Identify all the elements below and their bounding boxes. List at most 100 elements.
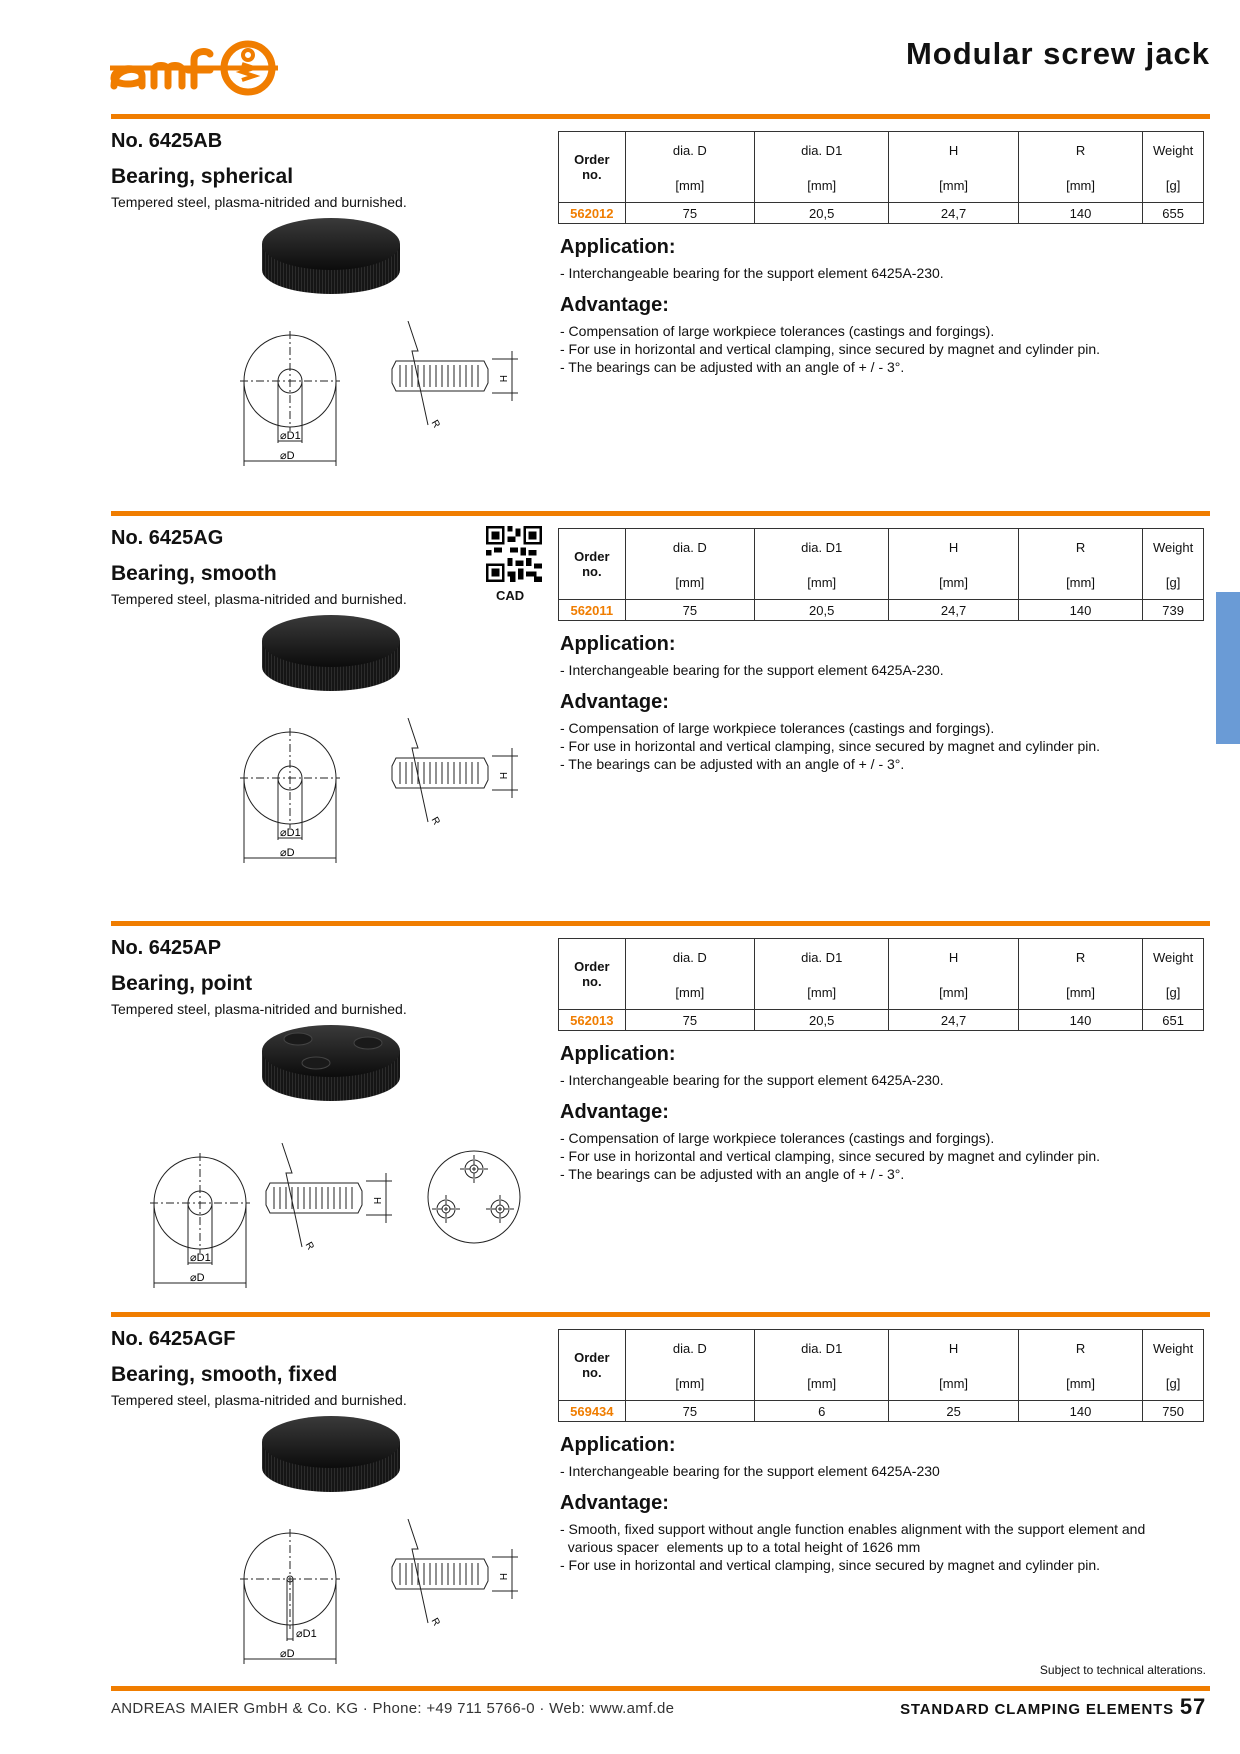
footer-catalog: STANDARD CLAMPING ELEMENTS 57 (900, 1694, 1206, 1720)
advantage-item: - The bearings can be adjusted with an a… (560, 756, 905, 772)
column-header: R [mm] (1017, 528, 1144, 600)
spec-table: Order no. dia. D [mm] dia. D1 [mm] H [mm… (558, 528, 1204, 621)
column-header: H [mm] (888, 131, 1019, 203)
column-header: H [mm] (888, 1329, 1019, 1401)
chapter-tab[interactable] (1216, 592, 1240, 744)
column-header: dia. D [mm] (624, 938, 756, 1010)
product-description: Tempered steel, plasma-nitrided and burn… (111, 1001, 407, 1017)
r-label: R (429, 1616, 442, 1628)
r-label: R (303, 1240, 316, 1252)
front-view-drawing: ⌀D1 ⌀D (240, 1529, 340, 1664)
order-number-cell[interactable]: 562013 (558, 1009, 626, 1031)
product-name: Bearing, spherical (111, 165, 294, 188)
application-heading: Application: (560, 1434, 676, 1456)
value-cell-d: 75 (624, 1009, 756, 1031)
advantage-item: - The bearings can be adjusted with an a… (560, 1166, 905, 1182)
spec-table: Order no. dia. D [mm] dia. D1 [mm] H [mm… (558, 1329, 1204, 1422)
product-description: Tempered steel, plasma-nitrided and burn… (111, 1392, 407, 1408)
order-header: Order no. (558, 528, 626, 600)
advantage-heading: Advantage: (560, 691, 669, 713)
advantage-item: - For use in horizontal and vertical cla… (560, 738, 1101, 754)
product-description: Tempered steel, plasma-nitrided and burn… (111, 194, 407, 210)
advantage-item: - Compensation of large workpiece tolera… (560, 720, 995, 736)
value-cell-weight: 739 (1142, 599, 1204, 621)
application-text: - Interchangeable bearing for the suppor… (560, 1463, 940, 1479)
column-header: dia. D [mm] (624, 1329, 756, 1401)
product-number: No. 6425AGF (111, 1328, 236, 1350)
d-label: ⌀D (280, 847, 295, 859)
value-cell-r: 140 (1017, 599, 1144, 621)
order-number-cell[interactable]: 562011 (558, 599, 626, 621)
column-header: dia. D [mm] (624, 528, 756, 600)
d-label: ⌀D (280, 450, 295, 462)
application-heading: Application: (560, 236, 676, 258)
d1-label: ⌀D1 (296, 1628, 317, 1640)
value-cell-weight: 750 (1142, 1400, 1204, 1422)
product-photo (262, 1416, 400, 1492)
order-number-cell[interactable]: 562012 (558, 202, 626, 224)
section-divider (111, 511, 1210, 516)
value-cell-weight: 655 (1142, 202, 1204, 224)
product-photo (262, 218, 400, 294)
advantage-heading: Advantage: (560, 1492, 669, 1514)
section-divider (111, 921, 1210, 926)
product-name: Bearing, smooth (111, 562, 277, 585)
section-divider (111, 114, 1210, 119)
column-header: Weight [g] (1142, 528, 1204, 600)
top-view-drawing (427, 1150, 521, 1244)
advantage-item: - Compensation of large workpiece tolera… (560, 1130, 995, 1146)
side-view-drawing: H R (391, 321, 518, 430)
product-photo (262, 1025, 400, 1101)
d1-label: ⌀D1 (280, 827, 301, 839)
value-cell-d: 75 (624, 1400, 756, 1422)
column-header: R [mm] (1017, 938, 1144, 1010)
column-header: R [mm] (1017, 1329, 1144, 1401)
product-photo (262, 615, 400, 691)
product-description: Tempered steel, plasma-nitrided and burn… (111, 591, 407, 607)
qr-code-icon[interactable] (486, 526, 542, 582)
advantage-item: - Smooth, fixed support without angle fu… (560, 1521, 1146, 1555)
d-label: ⌀D (280, 1648, 295, 1660)
column-header: dia. D1 [mm] (754, 1329, 890, 1401)
advantage-item: - For use in horizontal and vertical cla… (560, 1148, 1101, 1164)
value-cell-d1: 20,5 (754, 599, 890, 621)
value-cell-h: 24,7 (888, 1009, 1019, 1031)
column-header: R [mm] (1017, 131, 1144, 203)
value-cell-d1: 6 (754, 1400, 890, 1422)
h-label: H (497, 375, 508, 382)
column-header: Weight [g] (1142, 131, 1204, 203)
value-cell-d: 75 (624, 599, 756, 621)
catalog-name: STANDARD CLAMPING ELEMENTS (900, 1701, 1174, 1718)
column-header: Weight [g] (1142, 1329, 1204, 1401)
advantage-item: - For use in horizontal and vertical cla… (560, 341, 1101, 357)
product-number: No. 6425AG (111, 527, 224, 549)
footer-divider (111, 1686, 1210, 1691)
column-header: dia. D1 [mm] (754, 938, 890, 1010)
value-cell-d: 75 (624, 202, 756, 224)
application-heading: Application: (560, 633, 676, 655)
page-number: 57 (1179, 1694, 1206, 1719)
column-header: dia. D1 [mm] (754, 131, 890, 203)
advantage-item: - For use in horizontal and vertical cla… (560, 1557, 1101, 1573)
product-number: No. 6425AP (111, 937, 222, 959)
cad-label[interactable]: CAD (496, 588, 525, 603)
value-cell-r: 140 (1017, 1009, 1144, 1031)
front-view-drawing: ⌀D1 ⌀D (150, 1153, 250, 1288)
d-label: ⌀D (190, 1272, 205, 1284)
advantage-item: - Compensation of large workpiece tolera… (560, 323, 995, 339)
front-view-drawing: ⌀D1 ⌀D (240, 331, 340, 466)
column-header: H [mm] (888, 938, 1019, 1010)
order-number-cell[interactable]: 569434 (558, 1400, 626, 1422)
side-view-drawing: H R (265, 1143, 392, 1252)
value-cell-d1: 20,5 (754, 1009, 890, 1031)
value-cell-h: 25 (888, 1400, 1019, 1422)
footer-company: ANDREAS MAIER GmbH & Co. KG · Phone: +49… (111, 1700, 675, 1717)
value-cell-h: 24,7 (888, 202, 1019, 224)
advantage-item: - The bearings can be adjusted with an a… (560, 359, 905, 375)
column-header: Weight [g] (1142, 938, 1204, 1010)
value-cell-r: 140 (1017, 1400, 1144, 1422)
r-label: R (429, 815, 442, 827)
order-header: Order no. (558, 1329, 626, 1401)
d1-label: ⌀D1 (190, 1252, 211, 1264)
h-label: H (371, 1197, 382, 1204)
